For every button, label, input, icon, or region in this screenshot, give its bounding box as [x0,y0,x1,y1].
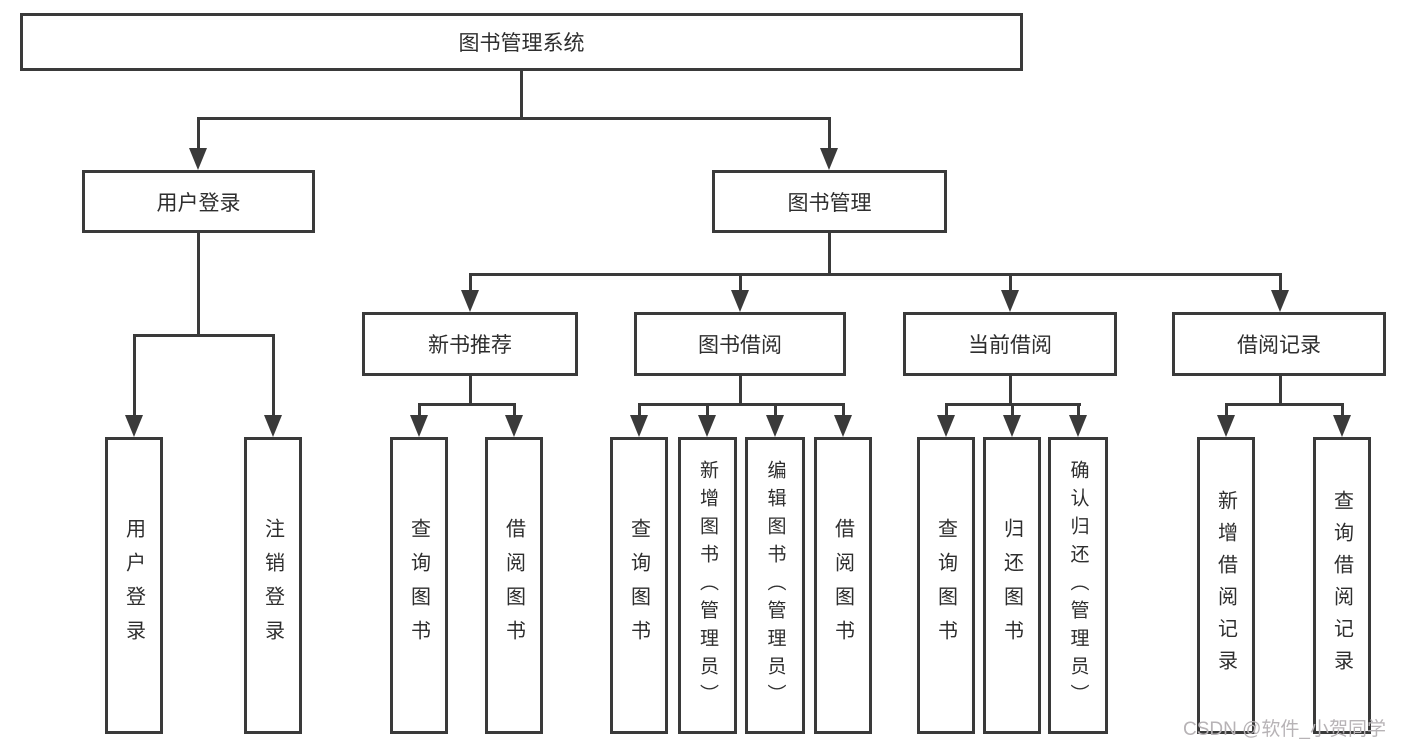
leaf-logout-label: 注销登录 [261,517,284,654]
leaf-query-book-1-label: 查询图书 [407,517,430,654]
leaf-borrow-book-2-label: 借阅图书 [831,517,854,654]
connector-line [469,376,472,406]
arrowhead-down-icon [820,148,838,170]
connector-line [1279,376,1282,406]
connector-line [945,403,948,417]
leaf-return-book-label: 归还图书 [1000,517,1023,654]
arrowhead-down-icon [1069,415,1087,437]
arrowhead-down-icon [1217,415,1235,437]
connector-line [133,334,275,337]
node-current-borrow-label: 当前借阅 [968,334,1052,357]
leaf-borrow-book-2: 借阅图书 [814,437,872,734]
connector-line [272,334,275,417]
node-book-borrow: 图书借阅 [634,312,846,376]
connector-line [1225,403,1228,417]
leaf-add-borrow-record: 新增借阅记录 [1197,437,1255,734]
node-root: 图书管理系统 [20,13,1023,71]
leaf-query-book-3-label: 查询图书 [934,517,957,654]
connector-line [1225,403,1344,406]
leaf-add-borrow-record-label: 新增借阅记录 [1214,489,1237,682]
connector-line [739,273,742,292]
connector-line [469,273,1282,276]
leaf-user-login-label: 用户登录 [122,517,145,654]
connector-line [197,117,831,120]
connector-line [197,233,200,337]
connector-line [774,403,777,417]
connector-line [1279,273,1282,292]
connector-line [739,376,742,406]
node-user-login-label: 用户登录 [156,191,241,215]
leaf-return-book: 归还图书 [983,437,1041,734]
connector-line [638,403,641,417]
connector-line [1009,273,1012,292]
connector-line [418,403,421,417]
leaf-logout: 注销登录 [244,437,302,734]
arrowhead-down-icon [937,415,955,437]
connector-line [1077,403,1080,417]
connector-line [828,117,831,151]
leaf-query-book-1: 查询图书 [390,437,448,734]
arrowhead-down-icon [461,290,479,312]
arrowhead-down-icon [1003,415,1021,437]
connector-line [197,117,200,151]
csdn-watermark: CSDN @软件_小贺同学 [1183,719,1386,740]
arrowhead-down-icon [505,415,523,437]
arrowhead-down-icon [630,415,648,437]
leaf-add-book-admin: 新增图书（管理员） [678,437,737,734]
leaf-query-borrow-record: 查询借阅记录 [1313,437,1371,734]
node-user-login: 用户登录 [82,170,315,233]
node-book-management: 图书管理 [712,170,947,233]
leaf-borrow-book-1: 借阅图书 [485,437,543,734]
connector-line [638,403,845,406]
connector-line [418,403,516,406]
connector-line [706,403,709,417]
connector-line [133,334,136,417]
connector-line [520,70,523,119]
leaf-borrow-book-1-label: 借阅图书 [502,517,525,654]
arrowhead-down-icon [766,415,784,437]
arrowhead-down-icon [1271,290,1289,312]
arrowhead-down-icon [189,148,207,170]
connector-line [513,403,516,417]
leaf-query-book-2-label: 查询图书 [627,517,650,654]
arrowhead-down-icon [834,415,852,437]
arrowhead-down-icon [1333,415,1351,437]
leaf-confirm-return-admin: 确认归还（管理员） [1048,437,1108,734]
node-new-book-recommend-label: 新书推荐 [428,334,512,357]
node-current-borrow: 当前借阅 [903,312,1117,376]
leaf-confirm-return-admin-label: 确认归还（管理员） [1067,459,1089,712]
leaf-edit-book-admin: 编辑图书（管理员） [745,437,805,734]
arrowhead-down-icon [125,415,143,437]
arrowhead-down-icon [731,290,749,312]
node-book-management-label: 图书管理 [787,191,872,215]
connector-line [1011,403,1014,417]
leaf-query-borrow-record-label: 查询借阅记录 [1330,489,1353,682]
connector-line [1009,376,1012,406]
node-borrow-record-label: 借阅记录 [1237,334,1321,357]
arrowhead-down-icon [264,415,282,437]
leaf-query-book-2: 查询图书 [610,437,668,734]
leaf-edit-book-admin-label: 编辑图书（管理员） [764,459,786,712]
connector-line [469,273,472,292]
arrowhead-down-icon [698,415,716,437]
leaf-user-login: 用户登录 [105,437,163,734]
node-new-book-recommend: 新书推荐 [362,312,578,376]
connector-line [828,233,831,276]
node-root-label: 图书管理系统 [458,32,585,55]
arrowhead-down-icon [410,415,428,437]
leaf-add-book-admin-label: 新增图书（管理员） [697,459,718,712]
node-borrow-record: 借阅记录 [1172,312,1386,376]
arrowhead-down-icon [1001,290,1019,312]
connector-line [1341,403,1344,417]
leaf-query-book-3: 查询图书 [917,437,975,734]
connector-line [842,403,845,417]
node-book-borrow-label: 图书借阅 [698,334,782,357]
